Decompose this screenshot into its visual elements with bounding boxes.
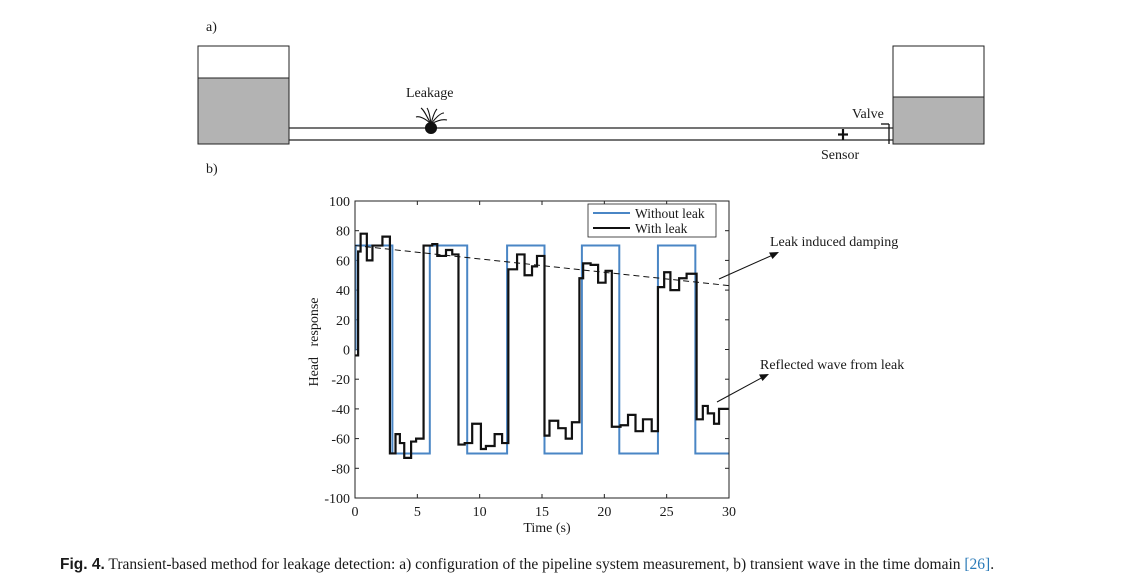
x-tick-label: 30 xyxy=(722,505,736,520)
transient-wave-chart: 0 5 10 15 20 25 30 100 80 60 40 20 0 -20 -40 -60 -80 -100… xyxy=(307,195,904,536)
legend-label-with-leak: With leak xyxy=(635,221,688,236)
figure-caption: Fig. 4. Transient-based method for leaka… xyxy=(60,556,1140,574)
annotation-arrow-damping xyxy=(718,253,776,280)
y-tick-label: 20 xyxy=(336,314,350,329)
caption-end: . xyxy=(990,556,995,573)
series-lines xyxy=(354,232,729,459)
panel-b-label: b) xyxy=(206,162,218,177)
figure-number: Fig. 4. xyxy=(60,556,105,573)
caption-text: Transient-based method for leakage detec… xyxy=(108,556,961,573)
x-tick-label: 20 xyxy=(597,505,611,520)
annotation-reflected-label: Reflected wave from leak xyxy=(760,358,904,373)
y-tick-label: -20 xyxy=(331,373,350,388)
valve-label: Valve xyxy=(852,107,884,122)
x-tick-label: 5 xyxy=(414,505,421,520)
valve-icon xyxy=(881,123,890,144)
y-tick-label: 100 xyxy=(329,195,350,210)
legend: Without leak With leak xyxy=(587,203,717,238)
left-reservoir-water xyxy=(197,77,290,145)
legend-box xyxy=(587,203,717,238)
annotation-leak-damping: Leak induced damping xyxy=(718,235,898,280)
plot-frame xyxy=(354,200,730,499)
leak-damping-trend-line xyxy=(354,245,730,287)
y-tick-label: 40 xyxy=(336,284,350,299)
x-tick-label: 10 xyxy=(473,505,487,520)
arrowhead-icon xyxy=(759,374,769,381)
y-tick-label: -100 xyxy=(324,492,350,507)
y-tick-label: 80 xyxy=(336,225,350,240)
pipeline-diagram: Leakage Sensor Valve xyxy=(197,45,985,163)
x-tick-label: 25 xyxy=(660,505,674,520)
y-axis-label: Head response xyxy=(307,297,322,386)
x-tick-label: 0 xyxy=(352,505,359,520)
annotation-reflected-wave: Reflected wave from leak xyxy=(716,358,904,403)
x-tick-label: 15 xyxy=(535,505,549,520)
annotation-damping-label: Leak induced damping xyxy=(770,235,898,250)
x-axis-label: Time (s) xyxy=(523,521,571,536)
series-line-without-leak xyxy=(354,244,729,455)
legend-label-without-leak: Without leak xyxy=(635,206,705,221)
y-tick-label: 60 xyxy=(336,254,350,269)
leak-jet-icon xyxy=(415,107,448,135)
annotation-arrow-reflected xyxy=(716,375,766,403)
arrowhead-icon xyxy=(769,252,779,259)
panel-a-label: a) xyxy=(206,20,217,35)
y-tick-label: 0 xyxy=(343,344,350,359)
y-tick-label: -80 xyxy=(331,462,350,477)
y-tick-label: -60 xyxy=(331,433,350,448)
citation-link[interactable]: [26] xyxy=(964,556,991,573)
axis-ticks: 0 5 10 15 20 25 30 100 80 60 40 20 0 -20 -40 -60 -80 -100 xyxy=(324,195,736,520)
leakage-label: Leakage xyxy=(406,86,453,101)
y-tick-label: -40 xyxy=(331,403,350,418)
sensor-label: Sensor xyxy=(821,148,859,163)
series-line-with-leak xyxy=(355,232,729,459)
sensor-icon xyxy=(838,129,848,140)
right-reservoir-water xyxy=(892,96,985,145)
